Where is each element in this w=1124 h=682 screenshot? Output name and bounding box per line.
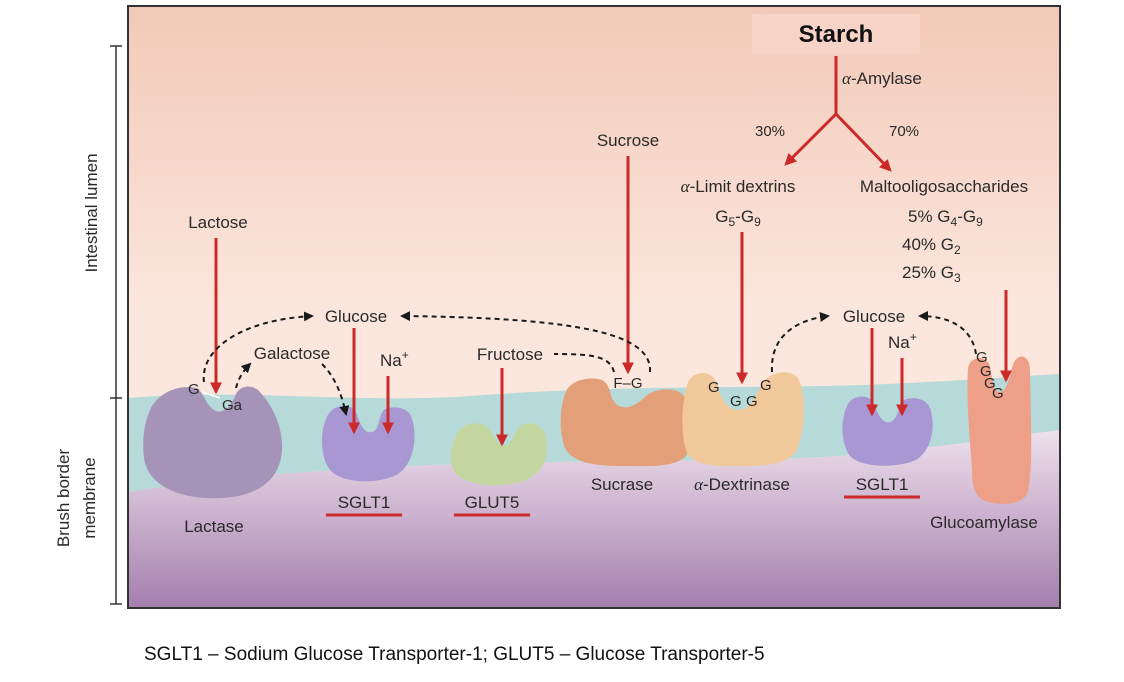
limit-dextrins-label: α-Limit dextrins xyxy=(681,177,796,196)
alpha-dextrinase-enzyme xyxy=(682,372,804,466)
lactose-label: Lactose xyxy=(188,213,248,232)
sglt1-right-label: SGLT1 xyxy=(856,475,909,494)
na-right-label: Na+ xyxy=(888,330,917,352)
sucrase-label: Sucrase xyxy=(591,475,653,494)
galactose-label: Galactose xyxy=(254,344,331,363)
dextrinase-site-g3: G xyxy=(746,393,758,410)
sucrose-label: Sucrose xyxy=(597,131,659,150)
galactose-to-sglt1 xyxy=(321,363,350,416)
amylase-30-arrow xyxy=(784,112,838,166)
dextrinase-site-g1: G xyxy=(708,379,720,396)
side-bracket xyxy=(110,45,122,605)
alpha-dextrinase-label: α-Dextrinase xyxy=(694,475,790,494)
malto-line2: 40% G2 xyxy=(902,235,961,257)
transporter-underlines xyxy=(326,495,920,517)
glucoamylase-label: Glucoamylase xyxy=(930,513,1038,532)
dashed-arrows xyxy=(202,311,977,416)
malto-line1: 5% G4-G9 xyxy=(908,207,983,229)
amylase-label: α-Amylase xyxy=(842,69,922,88)
glut5-label: GLUT5 xyxy=(465,493,520,512)
glucoamylase-g-to-glucose xyxy=(918,311,977,355)
pct-30-label: 30% xyxy=(755,123,785,140)
brush-border-label: Brush border xyxy=(54,449,73,548)
lactase-label: Lactase xyxy=(184,517,244,536)
glucose-right-label: Glucose xyxy=(843,307,905,326)
malto-line3: 25% G3 xyxy=(902,263,961,285)
na-left-label: Na+ xyxy=(380,348,409,370)
amylase-70-arrow xyxy=(834,112,892,172)
pct-70-label: 70% xyxy=(889,123,919,140)
sucrase-g-to-glucose xyxy=(400,311,652,373)
intestinal-lumen-label: Intestinal lumen xyxy=(82,153,101,272)
glucoamylase-site-g1: G xyxy=(976,349,988,366)
lactase-g-to-glucose xyxy=(202,311,314,383)
glucoamylase-site-g4: G xyxy=(992,385,1004,402)
lactase-enzyme xyxy=(143,386,283,499)
red-arrows xyxy=(210,56,1012,447)
sglt1-left-label: SGLT1 xyxy=(338,493,391,512)
starch-title: Starch xyxy=(799,21,874,48)
glucoamylase-site-g3: G xyxy=(984,375,996,392)
glucose-left-label: Glucose xyxy=(325,307,387,326)
dextrinase-site-g4: G xyxy=(760,377,772,394)
lactase-site-ga: Ga xyxy=(222,397,243,414)
lactase-site-g: G xyxy=(188,381,200,398)
dextrinase-g-to-glucose xyxy=(770,312,830,373)
maltooligo-label: Maltooligosaccharides xyxy=(860,177,1028,196)
glucoamylase-site-g2: G xyxy=(980,363,992,380)
sucrase-f-to-fructose xyxy=(553,353,615,373)
dextrinase-site-g2: G xyxy=(730,393,742,410)
diagram-panel xyxy=(127,5,1061,609)
fructose-label: Fructose xyxy=(477,345,543,364)
lactase-ga-to-galactose xyxy=(235,362,252,389)
lactase-bond xyxy=(201,391,221,399)
sucrase-enzyme xyxy=(560,378,692,467)
sglt1-right-transporter xyxy=(842,396,933,466)
glut5-transporter xyxy=(450,423,547,486)
brush-membrane-label: membrane xyxy=(80,457,99,538)
glucoamylase-enzyme xyxy=(967,356,1032,504)
starch-box xyxy=(752,14,920,54)
limit-range-label: G5-G9 xyxy=(715,207,761,229)
figure-caption: SGLT1 – Sodium Glucose Transporter-1; GL… xyxy=(144,644,765,665)
sucrase-site-fg: F–G xyxy=(613,375,642,392)
